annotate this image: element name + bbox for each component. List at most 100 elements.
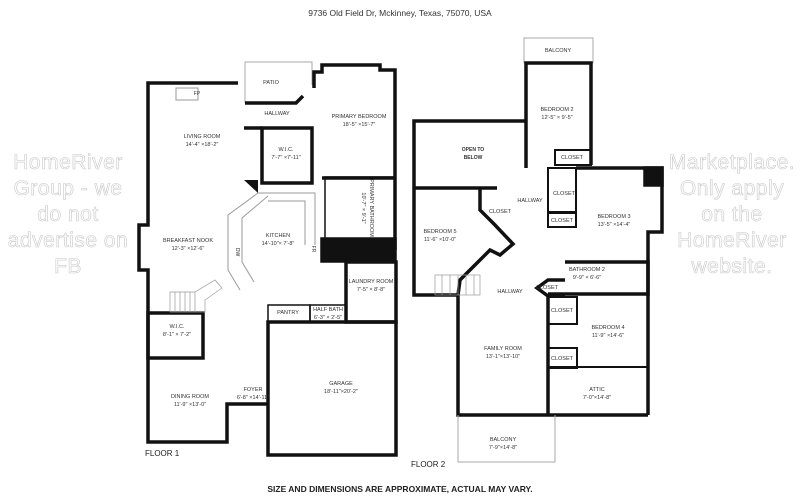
room-name: BALCONY	[489, 437, 517, 443]
fireplace-box	[175, 87, 199, 101]
stairs-floor-2	[434, 274, 481, 296]
room-closet-bed4: CLOSET	[551, 307, 573, 315]
room-dims: 13'-1"×13'-10"	[485, 354, 521, 360]
hallway-wall	[245, 94, 305, 105]
room-laundry: LAUNDRY ROOM 7'-5" × 8'-8"	[349, 278, 394, 294]
floor-1-label: FLOOR 1	[145, 449, 180, 458]
floor-1-walls	[137, 61, 398, 457]
room-dims: 18'-11"×20'-2"	[324, 389, 358, 395]
room-balcony-lower: BALCONY 7'-9"×14'-8"	[489, 436, 517, 452]
room-name: OPEN TO BELOW	[461, 147, 485, 161]
room-dims: 7'-9"×14'-8"	[488, 445, 518, 451]
half-bath-wall	[309, 304, 347, 323]
room-name: PRIMARY BEDROOM	[331, 114, 387, 120]
room-closet-hall: CLOSET	[553, 190, 575, 198]
room-dims: 18'-5" ×15'-7"	[342, 122, 376, 128]
watermark-line-2: Marketplace. Only apply on the HomeRiver…	[668, 151, 796, 279]
floor-2-label: FLOOR 2	[411, 460, 446, 469]
room-closet-hall-3: CLOSET	[536, 284, 558, 292]
room-open-to-below: OPEN TO BELOW	[458, 146, 488, 162]
room-name: BREAKFAST NOOK	[162, 238, 214, 244]
room-name: CLOSET	[550, 356, 574, 362]
room-closet-hall-2: CLOSET	[551, 217, 573, 225]
room-name: HALF BATH	[313, 307, 343, 313]
room-name: CLOSET	[535, 285, 559, 291]
room-dims: 7'-7" ×7'-11"	[271, 155, 301, 161]
room-name: HALLWAY	[517, 198, 543, 204]
room-dims: 7'-5" × 8'-8"	[356, 287, 386, 293]
room-name: BEDROOM 3	[597, 214, 631, 220]
room-name: CLOSET	[552, 191, 576, 197]
patio-wall	[244, 61, 313, 103]
balcony-bottom	[457, 415, 556, 463]
room-name: CLOSET	[550, 308, 574, 314]
room-dims: 8'-1" × 7'-2"	[162, 332, 192, 338]
stairs-floor-1	[169, 279, 223, 313]
room-bedroom-2: BEDROOM 2 12'-5" × 9'-5"	[540, 106, 573, 122]
room-name: W.I.C.	[278, 147, 294, 153]
room-name: BALCONY	[544, 48, 572, 54]
room-dims: 11'-6" ×10'-0"	[423, 237, 457, 243]
room-dims: 6'-8" ×14'-11"	[236, 395, 270, 401]
room-dims: 6'-3" × 2'-5"	[313, 315, 343, 321]
floor-2-walls	[412, 37, 664, 463]
room-hallway-upper: HALLWAY	[517, 197, 542, 205]
room-name: ATTIC	[589, 387, 605, 393]
room-closet-attic: CLOSET	[551, 355, 573, 363]
room-bedroom-3: BEDROOM 3 13'-5" ×14'-4"	[597, 213, 630, 229]
room-name: W.I.C.	[169, 324, 185, 330]
room-dims: 10'-7" × 9'-1"	[360, 192, 366, 224]
room-name: BEDROOM 4	[591, 325, 625, 331]
room-dims: 12'-5" × 9'-5"	[541, 115, 573, 121]
room-name: HALLWAY	[497, 289, 523, 295]
room-name: LIVING ROOM	[183, 134, 221, 140]
disclaimer-footer: SIZE AND DIMENSIONS ARE APPROXIMATE, ACT…	[267, 484, 533, 494]
room-name: CLOSET	[488, 209, 512, 215]
bedroom-2-closet	[554, 149, 592, 166]
dishwasher-label: DW	[234, 247, 240, 257]
room-dims: 14'-4" ×18'-2"	[185, 142, 219, 148]
room-name: PANTRY	[277, 310, 299, 316]
watermark-line-1: HomeRiver Group - we do not advertise on…	[7, 151, 129, 279]
room-patio: PATIO	[263, 79, 279, 87]
room-closet-bed2: CLOSET	[561, 154, 583, 162]
room-name: CLOSET	[560, 155, 584, 161]
room-name: LAUNDRY ROOM	[348, 279, 394, 285]
kitchen-block-wall	[320, 237, 397, 263]
room-pantry: PANTRY	[277, 309, 299, 317]
room-balcony-top: BALCONY	[545, 47, 571, 55]
room-name: KITCHEN	[265, 233, 291, 239]
room-wic: W.I.C. 7'-7" ×7'-11"	[271, 146, 300, 162]
wic-wall	[260, 126, 314, 185]
property-address-title: 9736 Old Field Dr, Mckinney, Texas, 7507…	[308, 8, 492, 18]
room-name: GARAGE	[329, 381, 353, 387]
bedroom-3-corner	[643, 166, 664, 187]
room-garage: GARAGE 18'-11"×20'-2"	[324, 380, 358, 396]
room-dims: 9'-9" × 6'-6"	[572, 275, 602, 281]
room-name: BEDROOM 2	[540, 107, 574, 113]
room-living-room: LIVING ROOM 14'-4" ×18'-2"	[184, 133, 221, 149]
room-name: FAMILY ROOM	[484, 346, 522, 352]
room-dims: 14'-10"× 7'-8"	[261, 241, 295, 247]
room-half-bath: HALF BATH 6'-3" × 2'-5"	[313, 306, 343, 322]
room-name: PATIO	[263, 80, 279, 86]
room-hallway-lower: HALLWAY	[497, 288, 522, 296]
bedroom-2-wall	[524, 61, 593, 168]
fridge-label: FR	[310, 245, 316, 253]
fireplace-label: FP	[193, 91, 201, 97]
hall-closet-2	[547, 212, 577, 228]
kitchen-counters	[175, 87, 316, 291]
room-dims: 13'-5" ×14'-4"	[597, 222, 631, 228]
room-primary-bedroom: PRIMARY BEDROOM 18'-5" ×15'-7"	[332, 113, 387, 129]
room-hallway: HALLWAY	[264, 110, 289, 118]
room-wic-lower: W.I.C. 8'-1" × 7'-2"	[163, 323, 191, 339]
